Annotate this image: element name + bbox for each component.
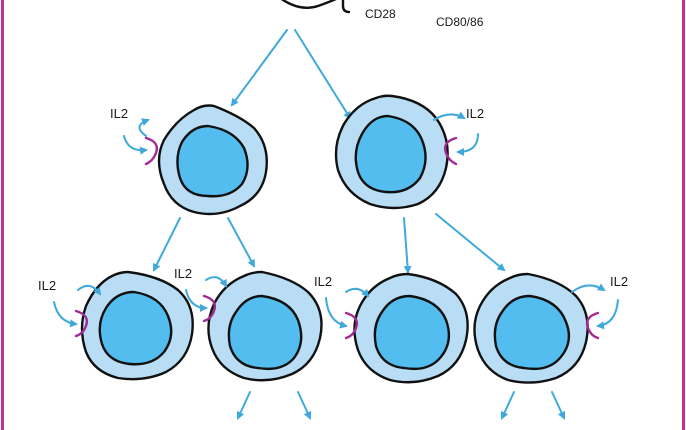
il2-signal-gen2-right: IL2 <box>433 106 484 166</box>
arrow <box>227 217 255 268</box>
il2-receptor-icon <box>144 136 159 166</box>
cell-nucleus <box>98 290 173 366</box>
parent-cell-stub <box>341 0 351 14</box>
cell-nucleus <box>493 294 571 371</box>
il2-receptor-icon <box>585 311 600 340</box>
gen2-division-arrows <box>153 213 506 274</box>
il2-label: IL2 <box>174 266 192 281</box>
arrow <box>123 135 148 155</box>
arrow <box>205 276 227 288</box>
arrow <box>500 391 515 420</box>
il2-signal-gen3-2: IL2 <box>174 266 227 323</box>
arrow <box>185 289 208 312</box>
il2-receptor-icon <box>202 294 217 323</box>
il2-label: IL2 <box>38 278 56 293</box>
cell-gen3-2 <box>207 270 323 382</box>
arrow <box>403 217 412 274</box>
cd80-86-label: CD80/86 <box>436 15 484 29</box>
arrow <box>230 29 288 107</box>
cell-gen3-3 <box>353 272 469 384</box>
cell-gen2-right <box>334 94 449 210</box>
cell-nucleus <box>227 294 303 371</box>
arrow <box>571 283 606 293</box>
arrow <box>596 299 619 330</box>
arrow <box>53 301 78 328</box>
arrow <box>138 118 150 137</box>
cell-nucleus <box>354 114 427 194</box>
gen3-division-arrows <box>236 391 566 420</box>
arrow <box>153 217 181 272</box>
il2-receptor-icon <box>443 136 458 166</box>
cell-gen3-1 <box>80 270 194 381</box>
arrow <box>297 391 312 420</box>
il2-label: IL2 <box>610 274 628 289</box>
il2-label: IL2 <box>466 106 484 121</box>
il2-label: IL2 <box>314 274 332 289</box>
parent-division-arrows <box>230 29 352 120</box>
arrow <box>77 284 102 296</box>
il2-signal-gen3-3: IL2 <box>314 274 370 340</box>
cd28-label: CD28 <box>365 7 396 21</box>
arrow <box>325 297 348 329</box>
il2-signal-gen3-1: IL2 <box>38 278 102 338</box>
arrow <box>345 287 370 298</box>
cell-nucleus <box>176 124 249 198</box>
il2-signal-gen2-left: IL2 <box>110 106 159 166</box>
il2-receptor-icon <box>74 309 89 338</box>
arrow <box>435 213 506 272</box>
arrow <box>456 133 479 156</box>
cell-gen3-4 <box>473 272 589 384</box>
parent-cell-edge <box>280 0 337 9</box>
il2-signal-gen3-4: IL2 <box>571 274 628 340</box>
cell-gen2-left <box>157 104 268 216</box>
il2-label: IL2 <box>110 106 128 121</box>
cell-nucleus <box>373 294 451 371</box>
arrow <box>236 391 251 420</box>
arrow <box>551 391 566 420</box>
arrow <box>433 111 466 121</box>
il2-receptor-icon <box>344 311 359 340</box>
arrow <box>294 29 352 120</box>
